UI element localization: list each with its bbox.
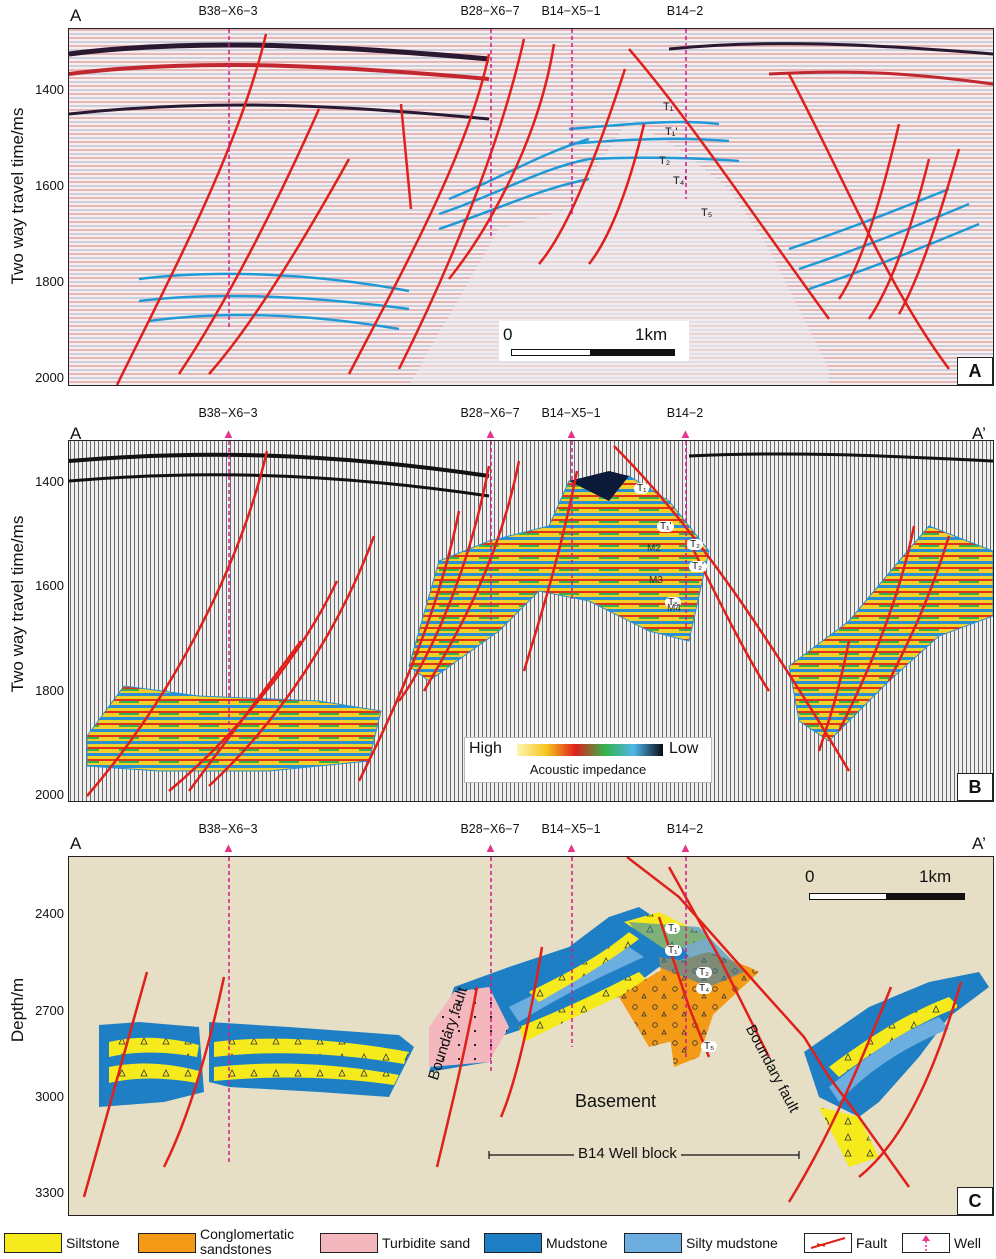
legend-swatch-well — [902, 1233, 950, 1253]
well-icon-b-2: ▲ — [484, 426, 497, 441]
y-tick-a-3: 1800 — [35, 274, 64, 289]
y-axis-title-a: Two way travel time/ms — [8, 107, 27, 285]
y-tick-c-4: 3300 — [35, 1185, 64, 1200]
horizon-label-a-2: T₁' — [665, 126, 678, 138]
horizon-label-b-5: T₅ — [665, 597, 682, 608]
unit-label-m4: M4 — [667, 603, 681, 614]
colorbar-gradient — [517, 744, 663, 756]
y-tick-c-1: 2400 — [35, 906, 64, 921]
scale-zero-a: 0 — [503, 325, 513, 344]
well-name-b142-b: B14−2 — [666, 406, 704, 420]
well-name-b142-c: B14−2 — [666, 822, 704, 836]
seismic-panel-b: T₁ T₁' T₂ T₂' T₅ M2 M3 M4 High Low Acous… — [68, 440, 994, 802]
well-name-b14x5-b: B14−X5−1 — [541, 406, 601, 420]
scale-bar-a: 0 1km — [499, 321, 689, 361]
geologic-panel-c: T₁ T₁' T₂ T₄ T₅ Basement Boundary fault … — [68, 856, 994, 1216]
horizon-label-b-3: T₂ — [687, 539, 703, 550]
well-icon-b-4: ▲ — [679, 426, 692, 441]
legend-label-conglomerate: Conglomertatic sandstones — [200, 1226, 295, 1257]
legend-swatch-turbidite — [320, 1233, 378, 1253]
legend-label-turbidite: Turbidite sand — [382, 1235, 471, 1251]
legend-label-siltstone: Siltstone — [66, 1235, 120, 1251]
y-tick-a-2: 1600 — [35, 178, 64, 193]
well-name-b28-c: B28−X6−7 — [460, 822, 520, 836]
well-name-b14x5-c: B14−X5−1 — [541, 822, 601, 836]
horizon-label-c-2: T₁' — [665, 945, 683, 956]
well-icon-c-4: ▲ — [679, 840, 692, 855]
legend-swatch-silty-mudstone — [624, 1233, 682, 1253]
geologic-section-c — [82, 857, 989, 1203]
colorbar-high-label: High — [469, 740, 502, 757]
well-icon-c-2: ▲ — [484, 840, 497, 855]
horizon-label-c-4: T₄ — [696, 983, 713, 994]
y-tick-b-3: 1800 — [35, 683, 64, 698]
colorbar-low-label: Low — [669, 740, 699, 757]
panel-letter-a: A — [957, 357, 993, 385]
y-axis-title-b: Two way travel time/ms — [8, 515, 27, 693]
y-tick-a-4: 2000 — [35, 370, 64, 385]
horizon-label-a-3: T₂ — [659, 155, 670, 167]
scale-length-a: 1km — [635, 325, 668, 344]
scale-bar-c: 0 1km — [799, 865, 969, 905]
well-icon-c-3: ▲ — [565, 840, 578, 855]
legend-label-fault: Fault — [856, 1235, 888, 1251]
legend-label-well: Well — [954, 1235, 981, 1251]
section-end-label-c: A’ — [972, 834, 986, 853]
section-start-label-b: A — [70, 424, 82, 443]
panel-letter-b: B — [957, 773, 993, 801]
horizon-label-b-2: T₁' — [657, 521, 675, 532]
horizon-label-c-1: T₁ — [665, 923, 681, 934]
horizon-label-c-5: T₅ — [701, 1041, 718, 1052]
horizon-label-b-1: T₁ — [634, 483, 650, 494]
well-name-b38-c: B38−X6−3 — [198, 822, 258, 836]
well-name-b142-a: B14−2 — [666, 4, 704, 18]
y-tick-c-3: 3000 — [35, 1089, 64, 1104]
well-name-b28-a: B28−X6−7 — [460, 4, 520, 18]
y-tick-b-1: 1400 — [35, 474, 64, 489]
panel-letter-c: C — [957, 1187, 993, 1215]
well-name-b14x5-a: B14−X5−1 — [541, 4, 601, 18]
horizon-label-a-5: T₅ — [701, 207, 713, 219]
horizon-label-b-4: T₂' — [689, 561, 707, 572]
well-block-label: B14 Well block — [574, 1145, 681, 1162]
legend: Siltstone Conglomertatic sandstones Turb… — [0, 1226, 996, 1259]
basement-label: Basement — [575, 1091, 657, 1111]
legend-label-mudstone: Mudstone — [546, 1235, 608, 1251]
horizon-label-a-4: T₄' — [673, 175, 687, 187]
y-tick-c-2: 2700 — [35, 1003, 64, 1018]
unit-label-m3: M3 — [649, 575, 663, 586]
colorbar-b: High Low Acoustic impedance — [464, 737, 712, 783]
legend-swatch-mudstone — [484, 1233, 542, 1253]
y-tick-b-4: 2000 — [35, 787, 64, 802]
section-start-label-a: A — [70, 6, 82, 25]
unit-label-m2: M2 — [647, 543, 661, 554]
legend-label-silty-mudstone: Silty mudstone — [686, 1235, 778, 1251]
section-start-label-c: A — [70, 834, 82, 853]
well-icon-b-1: ▲ — [222, 426, 235, 441]
well-icon-c-1: ▲ — [222, 840, 235, 855]
well-name-b38-a: B38−X6−3 — [198, 4, 258, 18]
colorbar-title: Acoustic impedance — [529, 762, 647, 777]
seismic-panel-a: T₁ T₁' T₂ T₄' T₅ 0 1km A — [68, 28, 994, 386]
legend-swatch-fault — [804, 1233, 852, 1253]
y-tick-a-1: 1400 — [35, 82, 64, 97]
legend-swatch-conglomerate — [138, 1233, 196, 1253]
y-tick-b-2: 1600 — [35, 578, 64, 593]
scale-zero-c: 0 — [805, 867, 815, 886]
well-icon-b-3: ▲ — [565, 426, 578, 441]
horizon-label-a-1: T₁ — [663, 101, 674, 113]
legend-swatch-siltstone — [4, 1233, 62, 1253]
horizon-label-c-3: T₂ — [696, 967, 712, 978]
section-end-label-b: A’ — [972, 424, 986, 443]
well-name-b28-b: B28−X6−7 — [460, 406, 520, 420]
scale-length-c: 1km — [919, 867, 952, 886]
well-name-b38-b: B38−X6−3 — [198, 406, 258, 420]
